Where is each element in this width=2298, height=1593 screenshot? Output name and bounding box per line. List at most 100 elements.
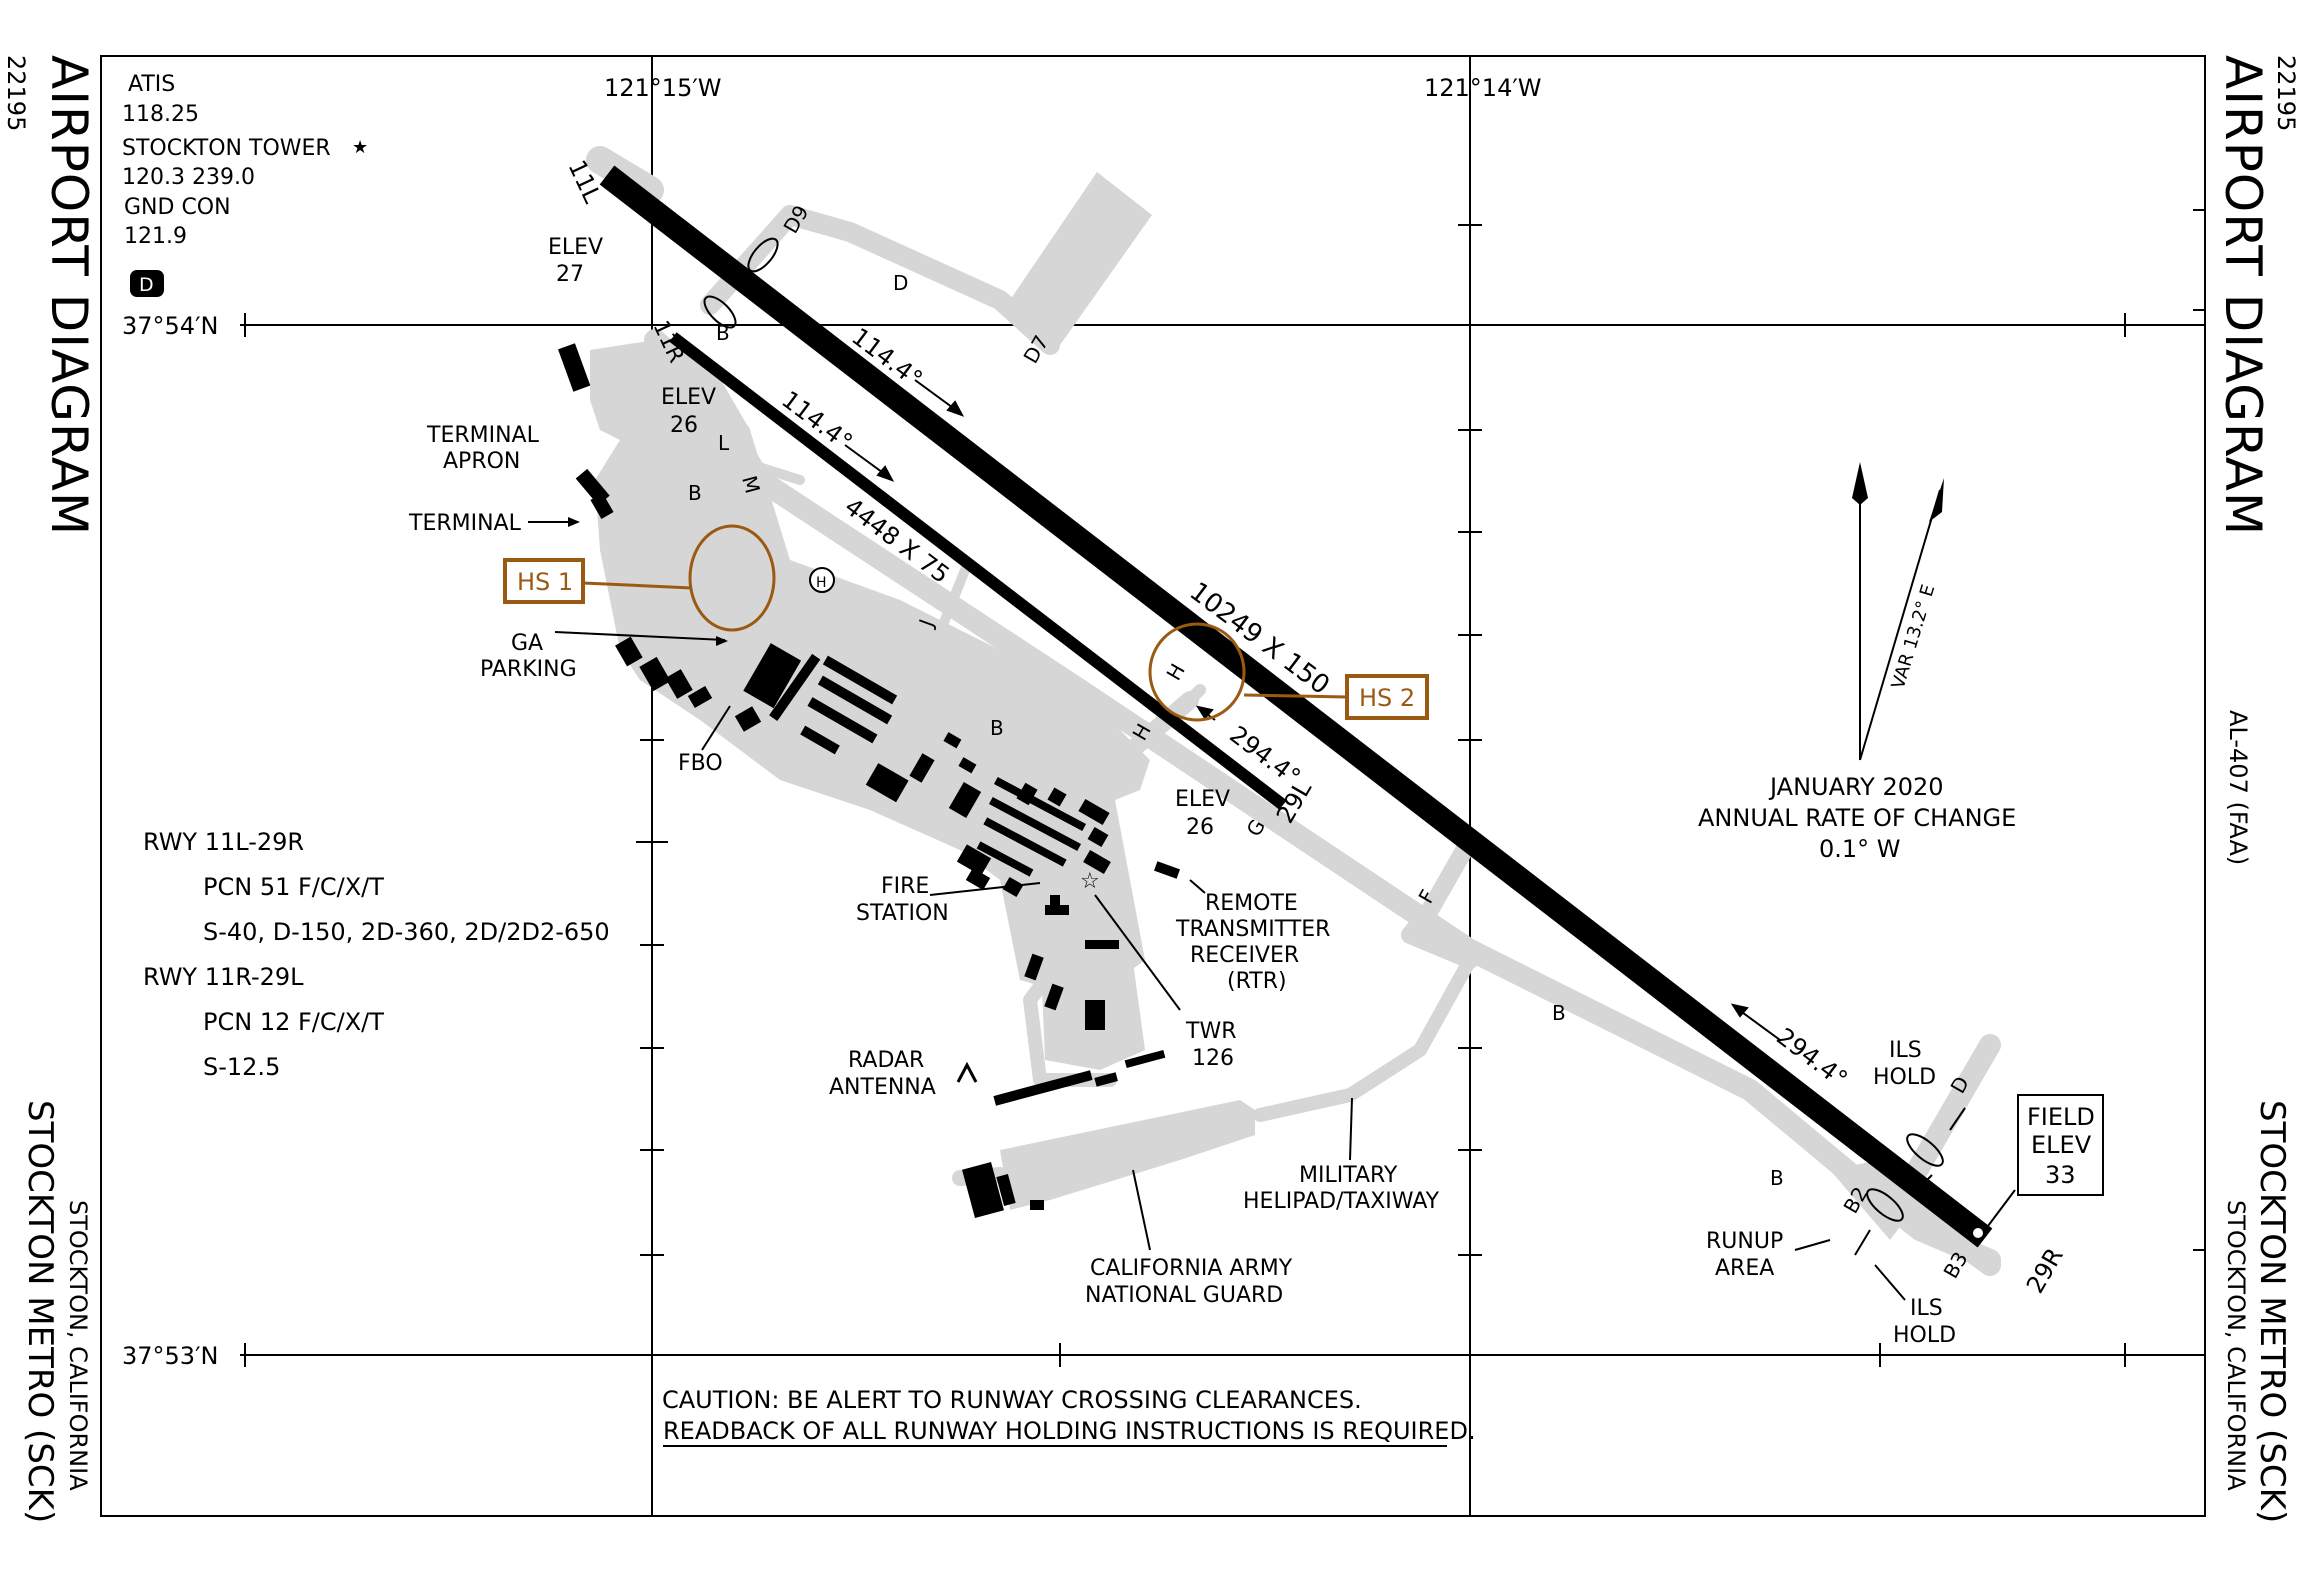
taxiway-b3 xyxy=(1889,1189,2001,1276)
graticule xyxy=(240,56,2205,1516)
elev-11l-value: 27 xyxy=(556,262,584,287)
elev-29l-value: 26 xyxy=(1186,815,1214,840)
hold-markers xyxy=(703,237,1966,1256)
lat-label-bottom: 37°53′N xyxy=(122,1342,218,1370)
hotspot-1-box[interactable] xyxy=(503,558,585,604)
label-military-2: HELIPAD/TAXIWAY xyxy=(1243,1189,1440,1214)
guard-apron xyxy=(1000,1100,1255,1210)
tower-star-icon: ★ xyxy=(352,137,368,158)
bldg-row-d xyxy=(976,841,1034,877)
label-radar-1: RADAR xyxy=(848,1048,924,1073)
label-ga-parking-1: GA xyxy=(511,631,543,656)
label-runup-2: AREA xyxy=(1715,1256,1774,1281)
bldg-ga-4 xyxy=(687,685,713,709)
field-elev-line1: FIELD xyxy=(2027,1103,2095,1131)
rwy2-label: RWY 11R-29L xyxy=(143,963,304,991)
bldg-20 xyxy=(1044,983,1064,1011)
bldg-11 xyxy=(1016,782,1038,806)
rwy1-strength: S-40, D-150, 2D-360, 2D/2D2-650 xyxy=(203,918,610,946)
bldg-ga-1 xyxy=(615,636,643,667)
runway-11l-29r xyxy=(599,165,1993,1248)
hotspots: HS 1 HS 2 xyxy=(503,524,1429,722)
fire-leader xyxy=(929,882,1041,896)
taxiway-label-b4: B xyxy=(1552,1001,1566,1025)
variation-text: VAR 13.2° E xyxy=(1888,582,1940,691)
field-elev-box xyxy=(2017,1094,2104,1196)
bldg-hangar-row-5 xyxy=(800,725,840,755)
rwy1-label: RWY 11L-29R xyxy=(143,828,304,856)
hotspot-1-circle xyxy=(688,524,776,632)
bldg-17 xyxy=(965,867,991,891)
taxiway-l xyxy=(605,415,805,485)
taxiway-h xyxy=(1111,691,1199,769)
runup-leader xyxy=(1794,1239,1831,1251)
bldg-guard-3 xyxy=(1030,1200,1044,1210)
tower-star-icon-map: ☆ xyxy=(1080,869,1100,894)
bldg-row-b xyxy=(988,796,1082,852)
label-fire-2: STATION xyxy=(856,901,949,926)
bldg-ga-2 xyxy=(639,656,671,692)
label-ils-hold-n-1: ILS xyxy=(1889,1038,1922,1063)
bldg-fire-2 xyxy=(1045,905,1069,915)
fbo-leader xyxy=(701,705,731,751)
label-twr-1: TWR xyxy=(1185,1019,1236,1044)
chart-frame xyxy=(100,55,2206,1517)
label-guard-2: NATIONAL GUARD xyxy=(1085,1283,1283,1308)
terminal-leader-arrow xyxy=(568,517,580,527)
label-ils-hold-s-2: HOLD xyxy=(1893,1323,1956,1348)
gnd-label: GND CON xyxy=(124,195,231,220)
tower-freq: 120.3 239.0 xyxy=(122,165,255,190)
twr-leader xyxy=(1094,894,1181,1011)
lat-label-top: 37°54′N xyxy=(122,312,218,340)
label-rtr-4: (RTR) xyxy=(1227,969,1287,994)
label-radar-2: ANTENNA xyxy=(829,1075,936,1100)
hotspot-2-box[interactable] xyxy=(1345,674,1429,720)
bldg-guard-2 xyxy=(996,1173,1016,1207)
field-elev-leader xyxy=(1984,1189,2016,1231)
tower-label: STOCKTON TOWER xyxy=(122,136,331,161)
bldg-7 xyxy=(909,753,935,783)
airspace-letter: D xyxy=(139,274,154,296)
taxiway-label-b5: B xyxy=(1770,1166,1784,1190)
bldg-22 xyxy=(1124,1049,1166,1069)
bldg-19 xyxy=(1024,953,1044,981)
variation-arrows: VAR 13.2° E xyxy=(1852,462,1944,761)
hotspot-1-label: HS 1 xyxy=(517,568,573,596)
rwy-29r-label: 29R xyxy=(2021,1243,2069,1298)
elev-11r-value: 26 xyxy=(670,413,698,438)
airport-reference-point xyxy=(1973,1228,1983,1238)
bldg-9 xyxy=(958,757,977,774)
taxiway-label-b2: B xyxy=(688,481,702,505)
bldg-row-a xyxy=(993,776,1087,832)
label-runup-1: RUNUP xyxy=(1706,1229,1783,1254)
bldg-18 xyxy=(1002,876,1024,898)
label-terminal: TERMINAL xyxy=(408,511,522,536)
taxiway-m xyxy=(740,425,775,565)
elev-11l-label: ELEV xyxy=(548,235,603,260)
lon-label-right: 121°14′W xyxy=(1424,74,1542,102)
bldg-terminal-north xyxy=(558,343,591,392)
lon-label-left: 121°15′W xyxy=(604,74,722,102)
runway-info-block: RWY 11L-29R PCN 51 F/C/X/T S-40, D-150, … xyxy=(143,828,610,1081)
rwy-hdg-294-minor: 294.4° xyxy=(1224,720,1305,791)
bldg-10 xyxy=(948,782,982,818)
military-taxiway xyxy=(1253,953,1477,1122)
facility-labels: TERMINAL APRON TERMINAL GA PARKING FBO F… xyxy=(408,423,1956,1348)
label-rtr-2: TRANSMITTER xyxy=(1175,917,1330,942)
bldg-15 xyxy=(1083,849,1111,875)
military-leader xyxy=(1349,1097,1353,1161)
label-guard-1: CALIFORNIA ARMY xyxy=(1090,1256,1293,1281)
hotspot-1-leader xyxy=(582,581,693,590)
label-fire-1: FIRE xyxy=(881,874,929,899)
bldg-hangar-large xyxy=(743,643,802,709)
bldg-hangar-row-2 xyxy=(822,655,898,705)
bldg-13 xyxy=(1078,798,1110,826)
taxiway-j xyxy=(920,565,970,675)
bldg-14 xyxy=(1087,826,1109,848)
bldg-23 xyxy=(1094,1072,1118,1087)
taxiway-label-l: L xyxy=(718,431,730,455)
bldg-radar-row xyxy=(993,1070,1093,1106)
ga-leader-arrow xyxy=(716,636,728,646)
taxiway-label-b3: B xyxy=(990,716,1004,740)
bldg-fbo xyxy=(734,706,762,732)
